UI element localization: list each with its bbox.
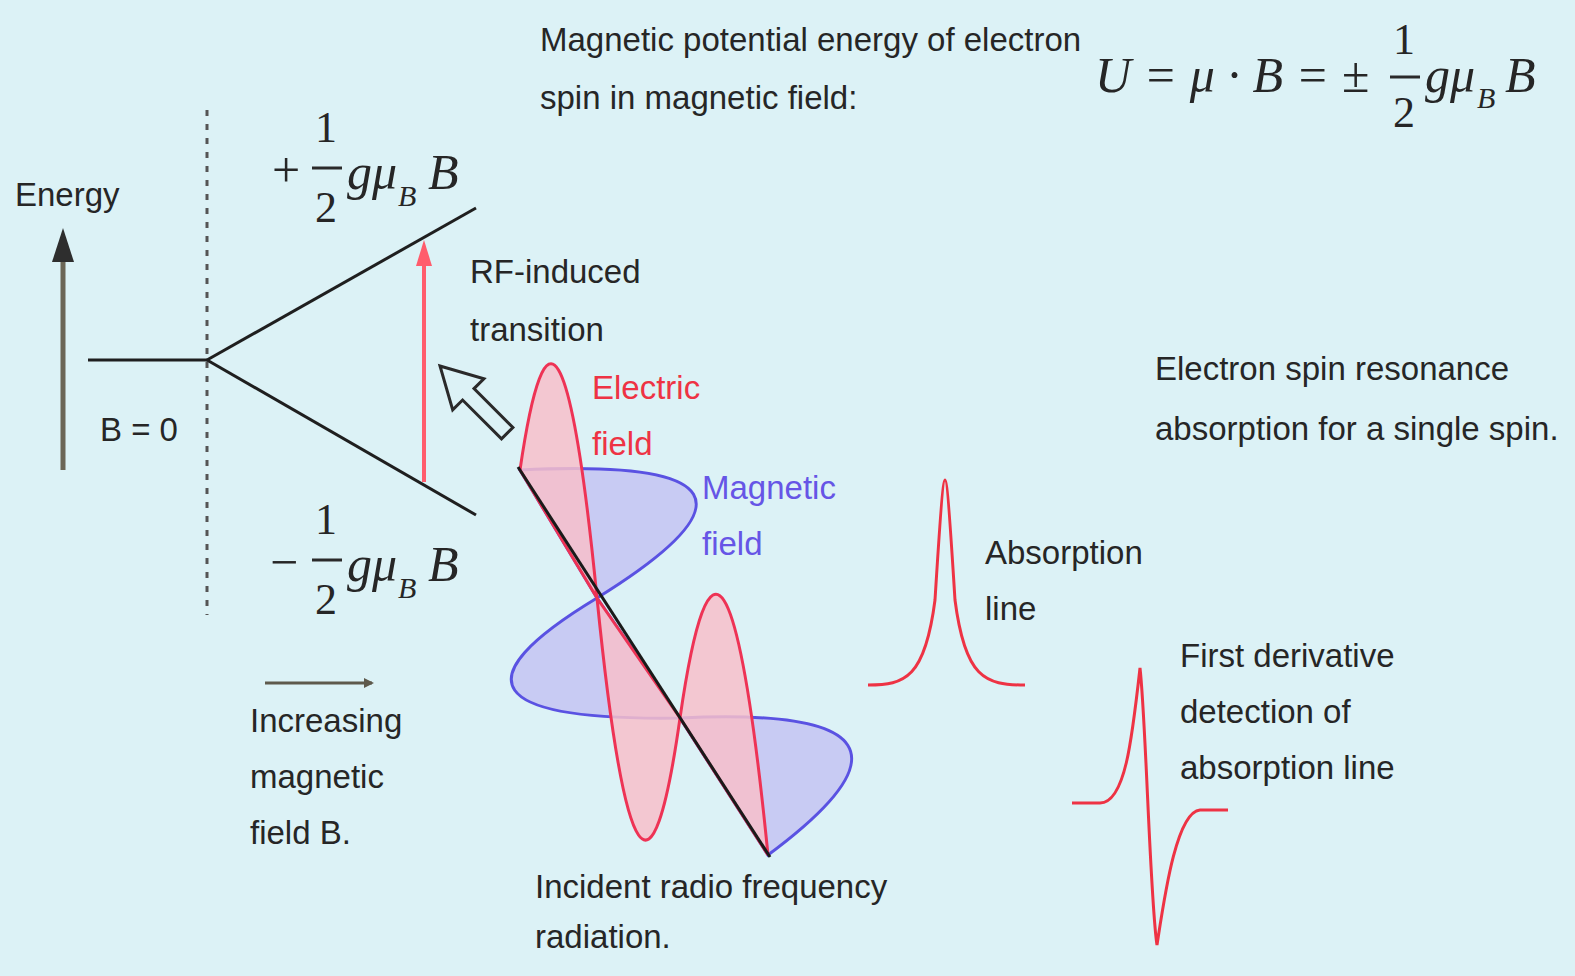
sign-symbol: −: [270, 532, 298, 592]
curve-label: First derivative detection of absorption…: [1180, 628, 1430, 796]
fraction-numerator: 1: [315, 493, 337, 547]
wave-label: Magnetic field: [702, 460, 862, 572]
energy-term: gμ: [347, 142, 397, 202]
energy-subscript: B: [398, 178, 416, 214]
electric-lobe: [597, 598, 680, 840]
upper-level: [207, 208, 476, 360]
fraction-bar: [1390, 76, 1420, 79]
fraction-bar: [312, 559, 342, 562]
energy-subscript: B: [398, 570, 416, 606]
field-arrow: [265, 682, 372, 685]
pointer-arrow: [440, 366, 513, 439]
energy-axis: [61, 250, 66, 470]
electric-lobe: [680, 594, 768, 855]
absorption-curve: [868, 480, 1025, 685]
axis-label: Energy: [15, 167, 120, 223]
axis-label: Increasing magnetic field B.: [250, 693, 430, 861]
fraction-bar: [312, 167, 342, 170]
electric-lobe: [520, 364, 597, 598]
formula-term: gμ: [1425, 45, 1475, 105]
transition-arrow: [422, 262, 426, 482]
fraction-denominator: 2: [315, 181, 337, 235]
energy-arrowhead: [52, 228, 74, 262]
fraction-numerator: 1: [315, 101, 337, 155]
description-note: Electron spin resonance absorption for a…: [1155, 339, 1570, 459]
energy-term: gμ: [347, 534, 397, 594]
fraction-denominator: 2: [315, 573, 337, 627]
transition-label: RF-induced transition: [470, 243, 670, 359]
zero-field-level: [88, 359, 207, 362]
fraction-numerator: 1: [1393, 13, 1415, 67]
wave-label: Electric field: [592, 360, 732, 472]
wave-caption: Incident radio frequency radiation.: [535, 862, 955, 962]
lower-level: [207, 360, 476, 515]
energy-term: B: [428, 534, 459, 594]
heading-note: Magnetic potential energy of electron sp…: [540, 11, 1100, 127]
formula-term: U = μ · B = ±: [1095, 45, 1369, 105]
formula-subscript: B: [1477, 80, 1495, 116]
energy-term: B: [428, 142, 459, 202]
formula-term: B: [1505, 45, 1536, 105]
sign-symbol: +: [272, 140, 300, 200]
curve-label: Absorption line: [985, 525, 1175, 637]
transition-arrowhead: [416, 240, 432, 266]
dotted-divider: [206, 110, 209, 615]
field-label: B = 0: [100, 402, 178, 458]
fraction-denominator: 2: [1393, 86, 1415, 140]
